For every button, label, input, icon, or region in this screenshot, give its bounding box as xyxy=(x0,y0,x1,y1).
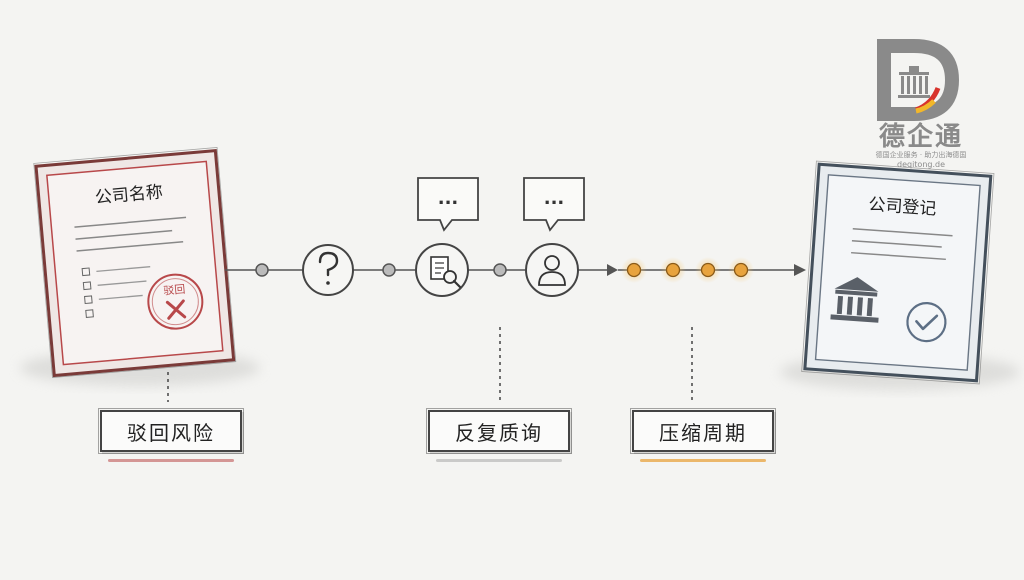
checkbox xyxy=(85,309,94,318)
text-line xyxy=(852,227,953,237)
text-line xyxy=(97,280,147,286)
reject-x-icon xyxy=(165,299,187,320)
label-reject-risk: 驳回风险 xyxy=(98,408,244,454)
label-shorten-cycle: 压缩周期 xyxy=(630,408,776,454)
checkmark-icon xyxy=(906,302,947,343)
label-underline-gray xyxy=(436,459,562,462)
flow-node xyxy=(382,263,396,277)
logo-tagline: 德国企业服务 · 助力出海德国 xyxy=(875,151,967,159)
label-underline-red xyxy=(108,459,234,462)
bank-icon xyxy=(830,277,879,323)
text-line xyxy=(96,266,151,273)
label-text: 反复质询 xyxy=(455,420,543,445)
text-line xyxy=(851,251,946,261)
text-line xyxy=(98,294,143,300)
stamp-text: 驳回 xyxy=(163,283,186,298)
reject-stamp: 驳回 xyxy=(147,273,204,330)
logo-name: 德企通 xyxy=(878,122,963,152)
right-document: 公司登记 xyxy=(801,160,995,385)
speech-bubble-2: ... xyxy=(523,177,585,232)
text-line xyxy=(74,216,187,228)
brand-logo xyxy=(877,39,960,121)
arrow-head xyxy=(607,264,618,276)
checkbox xyxy=(81,267,91,277)
arrow-head xyxy=(794,264,806,276)
checkbox xyxy=(82,281,92,291)
text-line xyxy=(76,240,184,252)
speech-bubble-1: ... xyxy=(417,177,479,232)
right-doc-title: 公司登记 xyxy=(868,195,937,220)
checkbox xyxy=(84,295,93,305)
document-search-icon xyxy=(415,243,469,297)
accelerated-dots xyxy=(621,257,754,283)
label-text: 驳回风险 xyxy=(127,420,215,445)
label-text: 压缩周期 xyxy=(659,420,747,445)
bubble-text: ... xyxy=(438,188,459,209)
flow-node xyxy=(255,263,269,277)
label-repeated-query: 反复质询 xyxy=(426,408,572,454)
flow-node xyxy=(493,263,507,277)
question-icon xyxy=(302,244,354,296)
left-document: 公司名称 驳回 xyxy=(33,146,237,379)
label-underline-orange xyxy=(640,459,766,462)
logo-domain: deqitong.de xyxy=(896,160,946,169)
bubble-text: ... xyxy=(544,188,565,209)
gate-icon xyxy=(898,66,930,98)
text-line xyxy=(75,229,173,240)
text-line xyxy=(851,239,942,248)
user-icon xyxy=(525,243,579,297)
